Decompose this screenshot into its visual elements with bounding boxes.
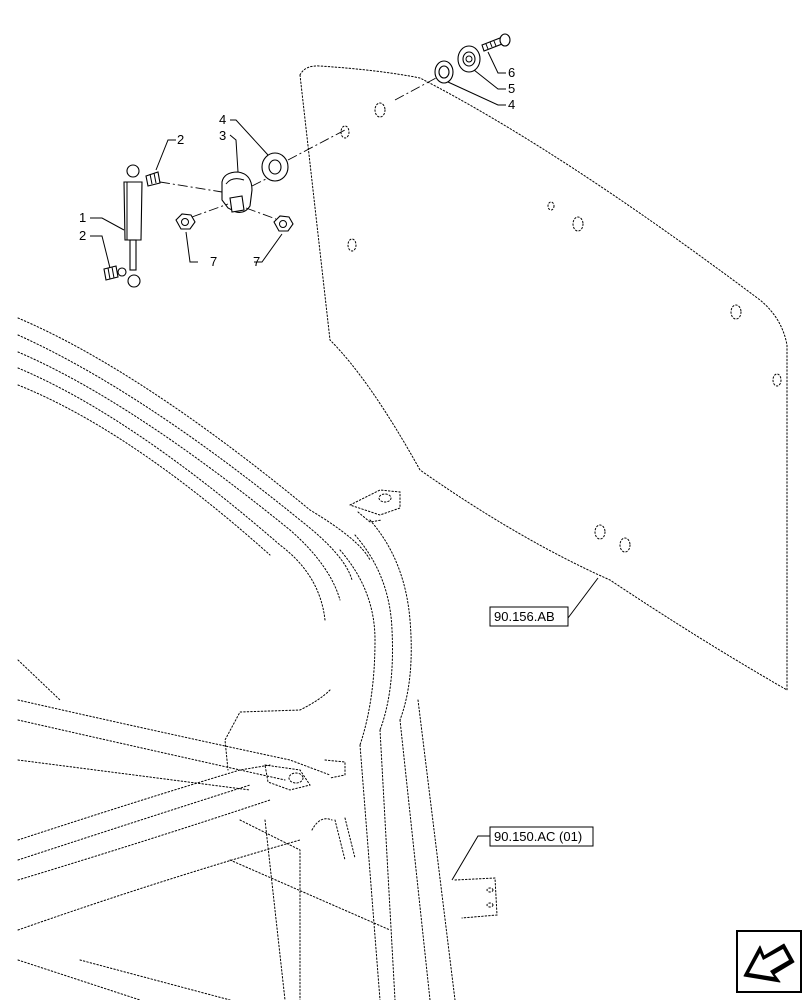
gas-strut — [123, 164, 143, 288]
nut-right — [273, 215, 294, 232]
grommet — [457, 45, 481, 73]
nut-left — [175, 213, 196, 230]
callout-6: 6 — [508, 65, 515, 80]
bracket-part — [221, 171, 253, 213]
callout-4-left: 4 — [219, 112, 226, 127]
panel-reference-label: 90.156.AB — [494, 609, 555, 624]
callout-4-right: 4 — [508, 97, 515, 112]
callout-7-right: 7 — [253, 254, 260, 269]
frame-reference-label: 90.150.AC (01) — [494, 829, 582, 844]
callout-3: 3 — [219, 128, 226, 143]
arrow-left-icon — [743, 943, 795, 983]
back-navigation-button[interactable] — [736, 930, 802, 993]
washer-left — [261, 152, 289, 182]
callout-7-left: 7 — [210, 254, 217, 269]
leader-lines — [90, 51, 599, 881]
frame-reference-box[interactable]: 90.150.AC (01) — [489, 826, 594, 847]
panel-outline — [299, 65, 788, 691]
panel-reference-box[interactable]: 90.156.AB — [489, 606, 569, 627]
ball-stud-lower — [103, 265, 127, 281]
washer-right — [434, 60, 454, 84]
callout-5: 5 — [508, 81, 515, 96]
assembly-centerlines — [159, 77, 437, 220]
frame-structure — [17, 317, 498, 1000]
callout-1: 1 — [79, 210, 86, 225]
callout-labels: 1 2 2 3 4 7 7 6 5 4 — [79, 65, 515, 269]
callout-2-lower: 2 — [79, 228, 86, 243]
callout-2-upper: 2 — [177, 132, 184, 147]
ball-stud-upper — [145, 171, 161, 187]
bolt — [481, 33, 511, 52]
